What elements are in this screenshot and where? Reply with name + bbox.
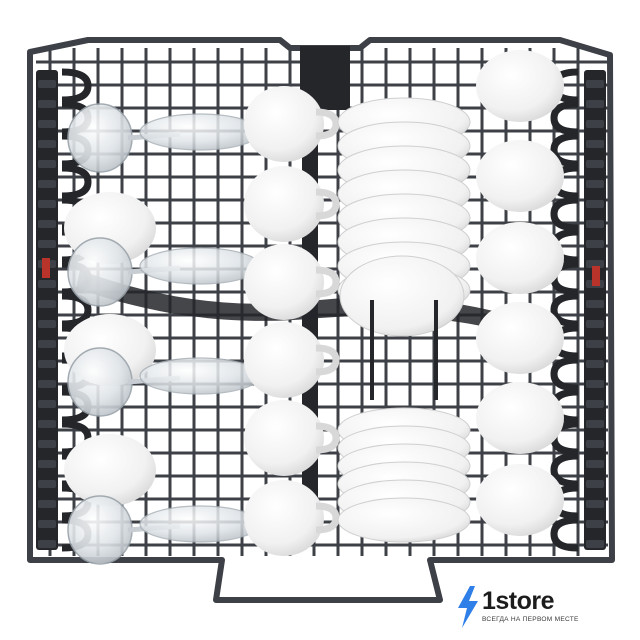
cup: [244, 244, 324, 320]
tine-clip: [61, 164, 92, 200]
saucer: [337, 497, 471, 543]
side-rail: [36, 70, 58, 550]
cup: [64, 434, 156, 506]
side-rail-clip: [38, 440, 56, 448]
rail-release-tab: [42, 258, 50, 278]
plate: [339, 255, 465, 337]
side-rail-clip: [38, 200, 56, 208]
rack-frame: [27, 37, 615, 603]
side-rail-clip: [586, 320, 604, 328]
side-rail-clip: [38, 520, 56, 528]
side-rail-clip: [586, 360, 604, 368]
cup-handle: [315, 266, 340, 298]
side-rail-clip: [586, 520, 604, 528]
side-rail-clip: [586, 100, 604, 108]
cup: [244, 86, 324, 162]
side-rail-clip: [38, 140, 56, 148]
side-rail-clip: [586, 460, 604, 468]
side-rail-clip: [586, 440, 604, 448]
wine-glass-bowl: [67, 103, 133, 173]
side-rail-clip: [38, 320, 56, 328]
side-rail-clip: [38, 180, 56, 188]
tine-clip: [550, 132, 579, 168]
wine-glass-bowl: [67, 347, 133, 417]
side-rail-clip: [586, 480, 604, 488]
wine-glass-foot: [139, 357, 261, 395]
side-rail-clip: [38, 100, 56, 108]
side-rail-clip: [38, 460, 56, 468]
tine-clip: [550, 100, 579, 136]
side-rail-clip: [586, 400, 604, 408]
lightning-bolt-icon: [458, 586, 478, 628]
side-rail-clip: [38, 240, 56, 248]
tine-clip: [61, 68, 92, 104]
side-rail-clip: [38, 480, 56, 488]
side-rail-clip: [38, 400, 56, 408]
cup: [476, 140, 564, 212]
side-rail-clip: [38, 300, 56, 308]
cup-handle: [315, 422, 340, 454]
side-rail-clip: [586, 200, 604, 208]
side-rail-clip: [38, 360, 56, 368]
side-rail-clip: [38, 380, 56, 388]
side-rail: [584, 70, 606, 550]
tine-clip: [550, 196, 579, 232]
side-rail-clip: [38, 340, 56, 348]
tine-clip: [550, 292, 579, 328]
cup: [244, 480, 324, 556]
cup: [244, 166, 324, 242]
cup: [476, 382, 564, 454]
side-rail-clip: [586, 120, 604, 128]
wine-glass-foot: [139, 247, 261, 285]
side-rail-clip: [38, 120, 56, 128]
brand-name: 1store: [482, 587, 555, 615]
cup-handle: [315, 502, 340, 534]
cup: [476, 464, 564, 536]
side-rail-clip: [38, 220, 56, 228]
side-rail-clip: [586, 540, 604, 548]
side-rail-clip: [38, 540, 56, 548]
spray-arm: [76, 270, 560, 345]
side-rail-clip: [586, 180, 604, 188]
center-spine: [300, 46, 350, 520]
cup: [244, 400, 324, 476]
side-rail-clip: [586, 220, 604, 228]
wine-glass-bowl: [67, 495, 133, 565]
side-rail-clip: [586, 300, 604, 308]
cup: [476, 302, 564, 374]
tine-clip: [550, 516, 579, 552]
side-rail-clip: [586, 420, 604, 428]
side-rail-clip: [586, 140, 604, 148]
side-rail-clip: [38, 160, 56, 168]
side-rail-clip: [586, 80, 604, 88]
side-rail-clip: [586, 240, 604, 248]
side-rail-clip: [586, 160, 604, 168]
brand-tagline: ВСЕГДА НА ПЕРВОМ МЕСТЕ: [482, 616, 579, 623]
side-rail-clip: [38, 500, 56, 508]
side-rail-clip: [38, 420, 56, 428]
rail-release-tab: [592, 266, 600, 286]
wine-glass-foot: [139, 113, 261, 151]
side-rail-clip: [586, 340, 604, 348]
brand-logo: 1store ВСЕГДА НА ПЕРВОМ МЕСТЕ: [456, 586, 624, 634]
cup-handle: [315, 108, 340, 140]
tine-clip: [550, 356, 579, 392]
wine-glass-foot: [139, 505, 261, 543]
wine-glass-bowl: [67, 237, 133, 307]
tine-clip: [61, 292, 92, 328]
tine-clip: [550, 452, 579, 488]
cup-handle: [315, 188, 340, 220]
side-rail-clip: [586, 380, 604, 388]
side-rail-clip: [38, 80, 56, 88]
cup: [244, 322, 324, 398]
cup-handle: [315, 344, 340, 376]
side-rail-clip: [586, 500, 604, 508]
cup: [476, 50, 564, 122]
side-rail-clip: [38, 280, 56, 288]
cup: [476, 222, 564, 294]
